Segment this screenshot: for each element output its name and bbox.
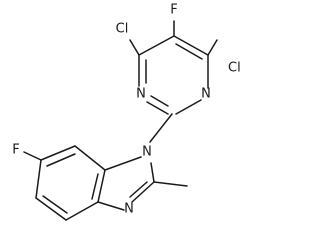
- bond-n1-c2: [175, 99, 202, 115]
- atom-n-pyrimidine-right: N: [201, 87, 211, 102]
- atom-f-benzene: F: [12, 143, 19, 158]
- bond-c7-c6-inner: [46, 153, 76, 167]
- bond-c4-c5: [138, 35, 175, 56]
- bond-c2-n3: [146, 101, 169, 115]
- bond-c7a-n1: [104, 156, 142, 171]
- bond-c2-n1-imid: [149, 113, 173, 143]
- bond-c5-c4-inner: [42, 195, 68, 214]
- bond-c5-c4: [35, 197, 67, 221]
- bond-c2-n3-imid: [131, 181, 155, 203]
- bond-c5-c6: [173, 35, 209, 56]
- bond-c6-f: [23, 151, 42, 161]
- bond-c7-c6: [40, 145, 76, 161]
- bonds: [23, 20, 218, 221]
- bond-c4-c3a: [65, 201, 99, 221]
- structure-diagram: Cl F Cl N N N F N: [12, 3, 241, 221]
- bond-n3-c3a: [97, 201, 125, 211]
- bond-c3a-c7a-inner: [91, 173, 99, 200]
- atom-n-imidazole-3: N: [124, 202, 134, 217]
- bond-c6-cl: [207, 39, 218, 56]
- bond-c5-c6-inner: [175, 43, 203, 60]
- atom-n-imidazole-1: N: [142, 145, 152, 160]
- bond-c2-n3-inner: [150, 95, 169, 107]
- atom-cl-left: Cl: [116, 22, 129, 37]
- bond-c4-cl: [129, 39, 140, 56]
- bond-n1-c2-imid: [150, 162, 155, 183]
- atom-f-top: F: [170, 3, 177, 18]
- atom-labels: Cl F Cl N N N F N: [12, 3, 240, 217]
- bond-c3a-c7a: [97, 169, 106, 203]
- bond-c6-c5: [35, 159, 42, 199]
- atom-n-pyrimidine-left: N: [136, 87, 146, 102]
- atom-cl-right: Cl: [228, 61, 241, 76]
- bond-c7a-c7: [74, 145, 106, 171]
- bond-c2-methyl: [153, 181, 188, 187]
- bond-c2-n3-imid-inner: [129, 181, 148, 198]
